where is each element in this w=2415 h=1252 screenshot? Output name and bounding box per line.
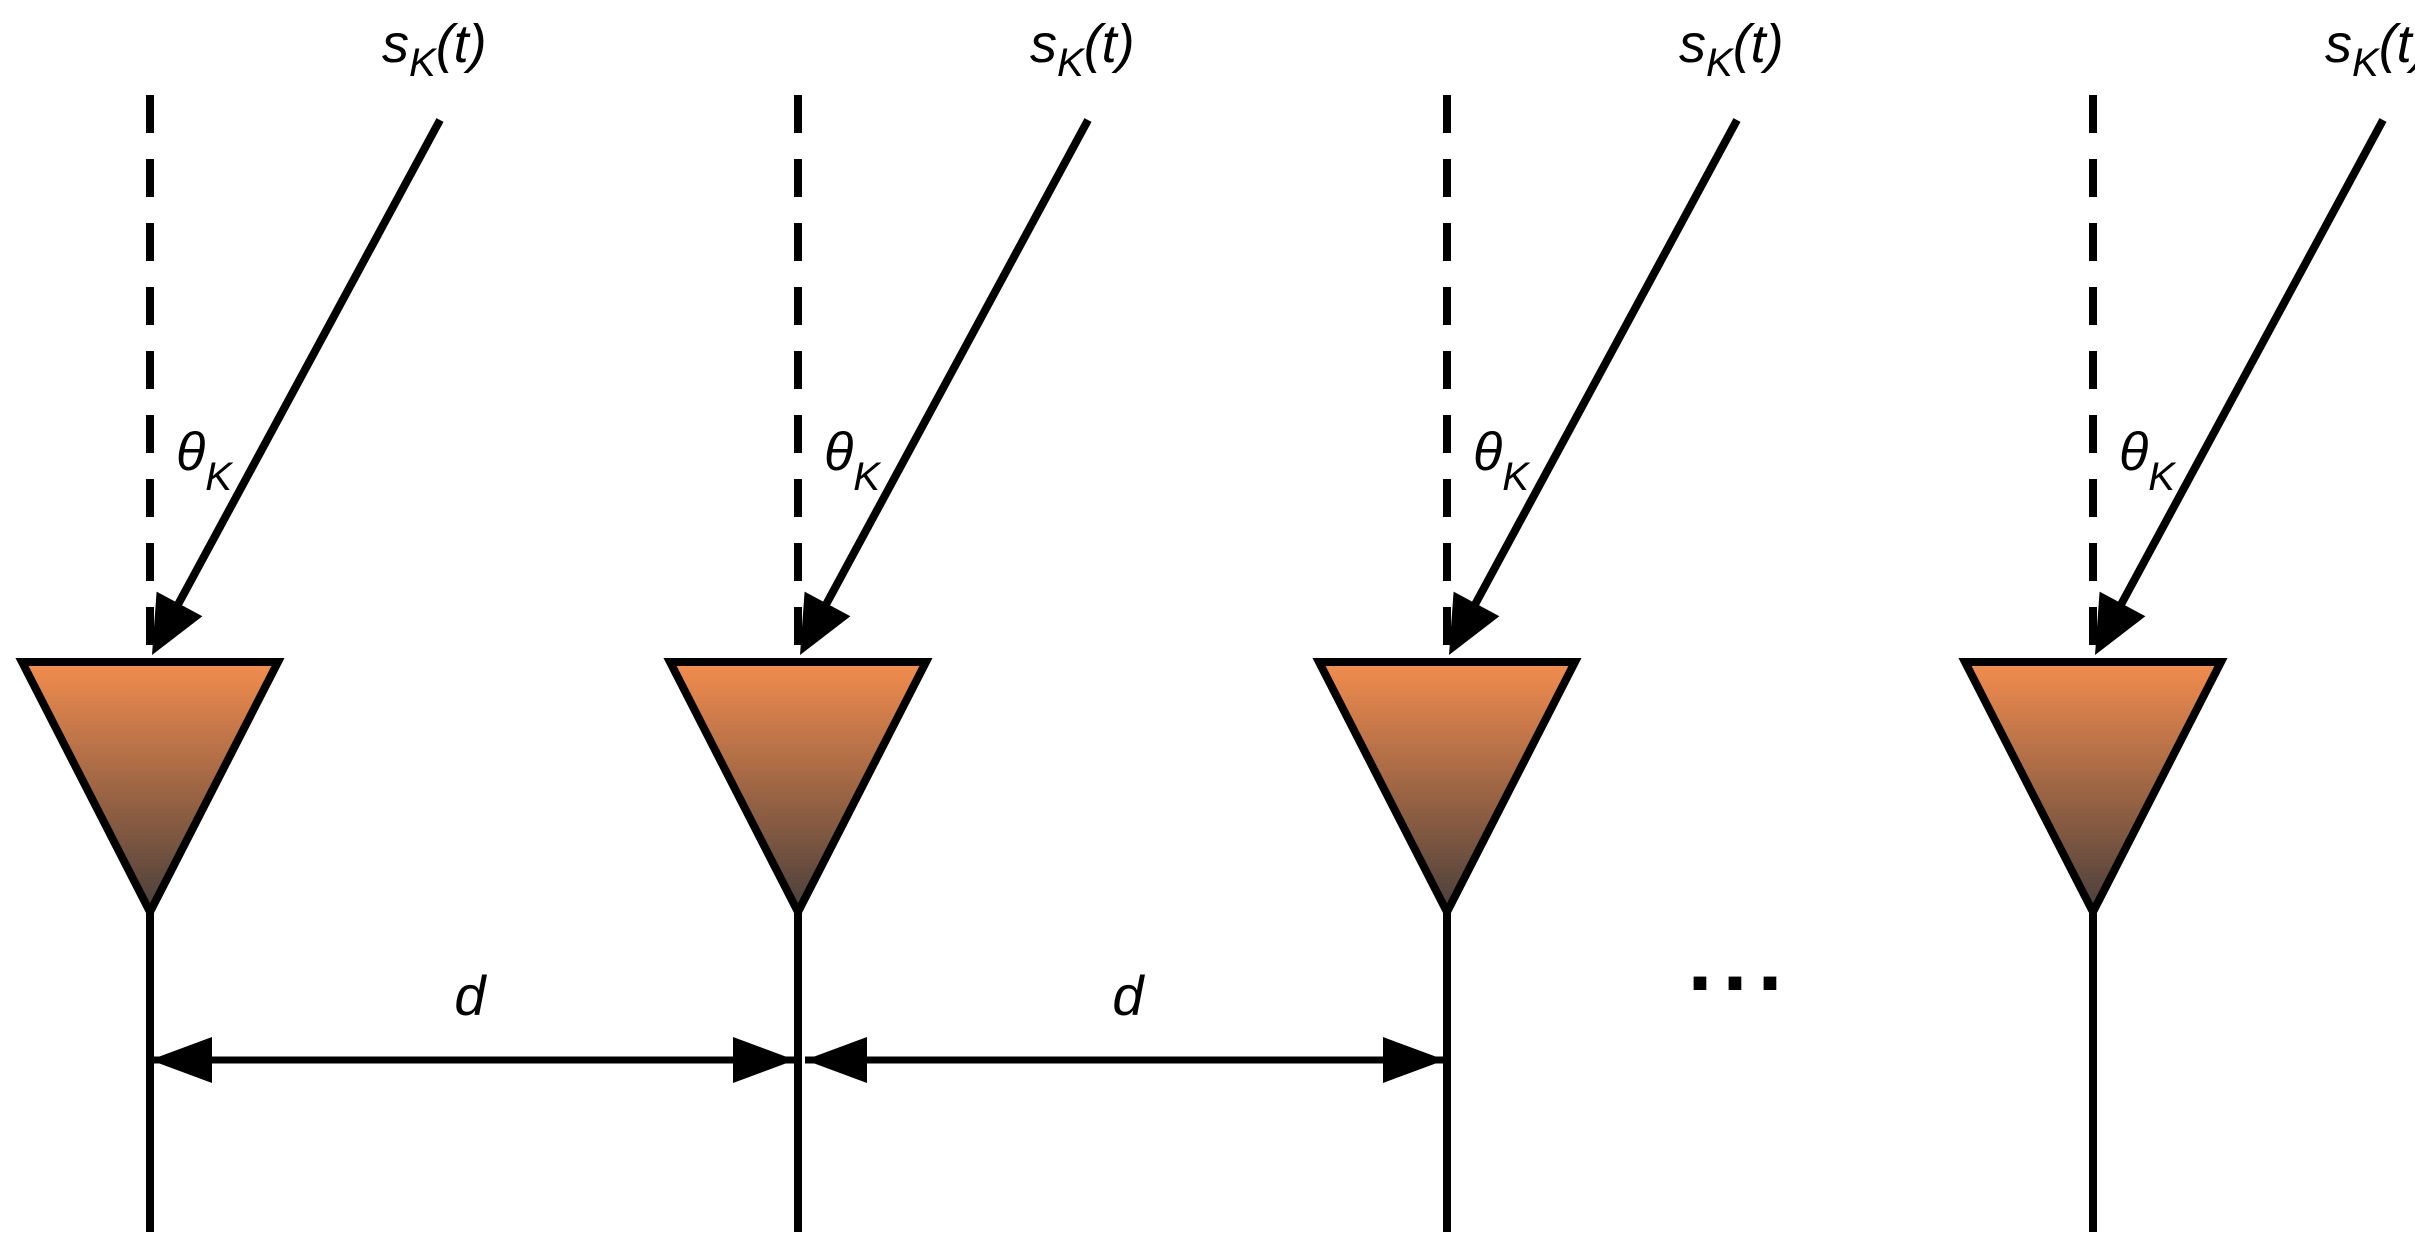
antenna-1: sK(t) θK	[15, 14, 487, 1232]
antenna-3: sK(t) θK	[1312, 14, 1784, 1232]
incident-arrow-head-1	[152, 591, 203, 655]
antenna-triangle-3	[1312, 658, 1582, 921]
incident-arrow-head-2	[800, 591, 851, 655]
incident-ray-4	[2113, 118, 2387, 614]
incident-ray-1	[170, 118, 444, 614]
antenna-triangle-1	[15, 658, 285, 921]
incident-ray-3	[1467, 118, 1741, 614]
spacing-label-2: d	[1112, 964, 1145, 1027]
spacing-arrow-2-right-head	[1383, 1037, 1445, 1083]
signal-label-4: sK(t)	[2325, 14, 2415, 85]
angle-label-4: θK	[2119, 422, 2177, 499]
signal-label-1: sK(t)	[382, 14, 487, 85]
incident-arrow-head-3	[1449, 591, 1500, 655]
angle-label-2: θK	[824, 422, 882, 499]
antenna-triangle-4	[1958, 658, 2228, 921]
ellipsis: ...	[1687, 910, 1792, 1010]
antenna-4: sK(t) θK	[1958, 14, 2415, 1232]
incident-ray-2	[818, 118, 1092, 614]
spacing-arrow-1-right-head	[733, 1037, 795, 1083]
spacing-label-1: d	[454, 964, 487, 1027]
angle-label-3: θK	[1473, 422, 1531, 499]
spacing-dimension-2: d	[805, 964, 1448, 1083]
antenna-triangle-2	[663, 658, 933, 921]
signal-label-3: sK(t)	[1679, 14, 1784, 85]
incident-arrow-head-4	[2095, 591, 2146, 655]
angle-label-1: θK	[176, 422, 234, 499]
signal-label-2: sK(t)	[1030, 14, 1135, 85]
spacing-arrow-1-left-head	[150, 1037, 212, 1083]
spacing-dimension-1: d	[150, 964, 800, 1083]
antenna-2: sK(t) θK	[663, 14, 1135, 1232]
spacing-arrow-2-left-head	[805, 1037, 867, 1083]
